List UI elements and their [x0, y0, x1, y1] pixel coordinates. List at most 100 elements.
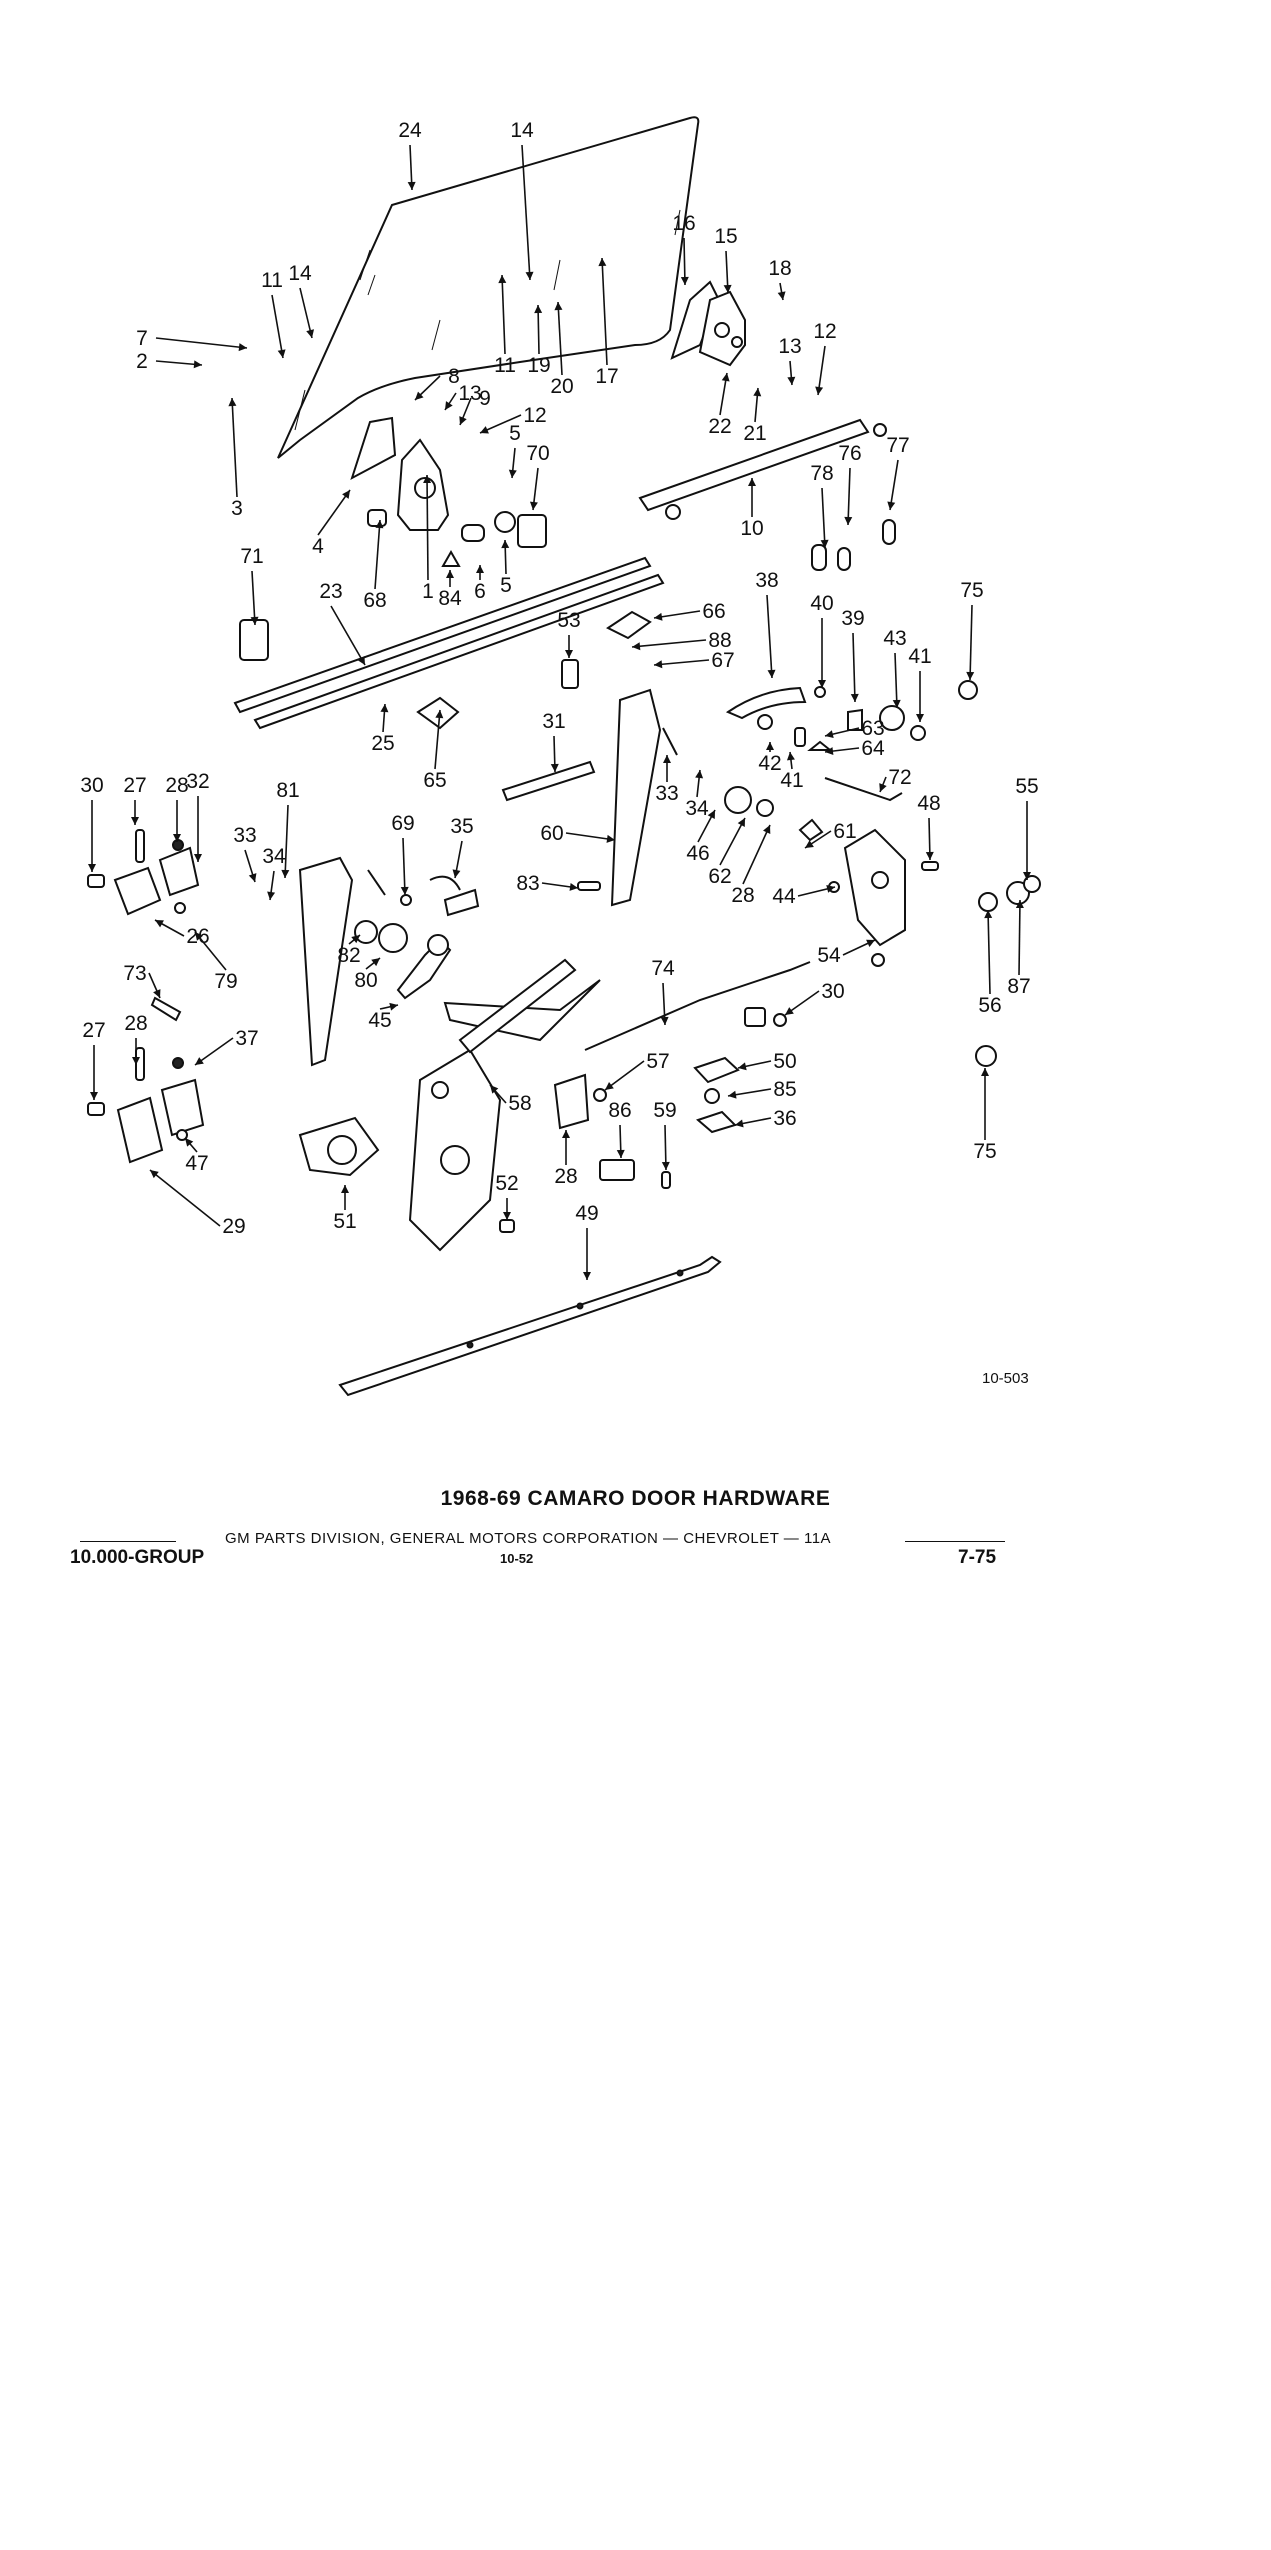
- callout-arrowhead-28: [562, 1130, 570, 1138]
- callout-arrowhead-43: [892, 699, 901, 708]
- parts-upper: [239, 280, 896, 661]
- callout-arrowhead-13: [787, 376, 796, 385]
- callout-leader-62: [719, 817, 746, 866]
- callout-38: 38: [755, 569, 778, 592]
- callout-leader-28: [742, 824, 771, 885]
- callout-13: 13: [778, 335, 801, 358]
- callout-arrowhead-88: [632, 642, 641, 651]
- callout-arrowhead-58: [490, 1085, 499, 1094]
- callout-40: 40: [810, 592, 833, 615]
- callout-51: 51: [333, 1210, 356, 1233]
- callout-arrowhead-23: [357, 656, 365, 665]
- callout-63: 63: [861, 717, 884, 740]
- callout-leader-78: [821, 487, 826, 549]
- callout-70: 70: [526, 442, 549, 465]
- callout-6: 6: [474, 580, 486, 603]
- callout-88: 88: [708, 629, 731, 652]
- callout-leader-3: [231, 397, 238, 498]
- callout-arrowhead-45: [389, 1002, 398, 1011]
- callout-leader-4: [317, 489, 351, 536]
- callout-29: 29: [222, 1215, 245, 1238]
- callout-arrowhead-16: [680, 276, 689, 285]
- callout-arrowhead-72: [879, 783, 887, 792]
- callout-10: 10: [740, 517, 763, 540]
- callout-leader-67: [653, 659, 710, 666]
- callout-82: 82: [337, 944, 360, 967]
- callout-18: 18: [768, 257, 791, 280]
- callout-arrowhead-9: [459, 416, 467, 425]
- callout-28: 28: [554, 1165, 577, 1188]
- callout-leader-69: [402, 837, 406, 896]
- callout-leader-75: [969, 604, 973, 681]
- callout-leader-77: [889, 459, 899, 511]
- callout-87: 87: [1007, 975, 1030, 998]
- callout-55: 55: [1015, 775, 1038, 798]
- callout-11: 11: [261, 269, 283, 292]
- callout-arrowhead-55: [1023, 872, 1031, 880]
- callout-67: 67: [711, 649, 734, 672]
- callout-arrowhead-68: [375, 520, 384, 529]
- callout-75: 75: [973, 1140, 996, 1163]
- callout-arrowhead-39: [850, 693, 859, 702]
- callout-79: 79: [214, 970, 237, 993]
- callout-15: 15: [714, 225, 737, 248]
- callout-leader-29: [149, 1169, 221, 1227]
- callout-arrowhead-25: [380, 704, 389, 713]
- callout-leader-88: [631, 639, 707, 648]
- callout-arrowhead-65: [435, 710, 444, 719]
- callout-85: 85: [773, 1078, 796, 1101]
- parts-lower: [298, 856, 1041, 1397]
- callout-arrowhead-42: [766, 742, 774, 750]
- callout-arrowhead-20: [554, 302, 563, 311]
- callout-arrowhead-70: [529, 501, 538, 510]
- callout-arrowhead-67: [654, 660, 663, 669]
- callout-5: 5: [509, 422, 521, 445]
- callout-arrowhead-12: [815, 386, 824, 395]
- callout-arrowhead-79: [195, 932, 204, 941]
- callout-21: 21: [743, 422, 766, 445]
- callout-arrowhead-28: [173, 834, 181, 842]
- callout-arrowhead-47: [185, 1138, 194, 1147]
- callout-33: 33: [233, 824, 256, 847]
- callout-arrowhead-14: [525, 271, 534, 280]
- callout-leader-39: [852, 632, 856, 703]
- diagram-caption: 1968-69 CAMARO DOOR HARDWARE: [440, 1487, 831, 1510]
- callout-71: 71: [240, 545, 263, 568]
- callout-arrowhead-31: [550, 763, 559, 772]
- callout-arrowhead-28: [763, 825, 771, 834]
- callout-leader-7: [155, 337, 248, 349]
- callout-arrowhead-24: [407, 181, 416, 190]
- callout-arrowhead-83: [569, 882, 578, 891]
- callout-14: 14: [510, 119, 534, 142]
- callout-77: 77: [886, 434, 909, 457]
- callout-41: 41: [908, 645, 931, 668]
- callout-arrowhead-82: [351, 935, 360, 944]
- door-glass: [277, 116, 700, 459]
- callout-30: 30: [821, 980, 844, 1003]
- callout-28: 28: [124, 1012, 147, 1035]
- callout-57: 57: [646, 1050, 669, 1073]
- callout-2: 2: [136, 350, 148, 373]
- footer-page-number: 10-52: [500, 1551, 534, 1566]
- callout-arrowhead-35: [452, 869, 461, 878]
- callout-arrowhead-41: [786, 752, 795, 761]
- callout-arrowhead-62: [737, 818, 745, 827]
- callout-leader-71: [251, 570, 256, 626]
- callout-43: 43: [883, 627, 906, 650]
- callout-leader-14: [521, 144, 531, 281]
- parts-diagram: 2414161511141872813131291211192017222135…: [80, 116, 1041, 1397]
- callout-4: 4: [312, 535, 324, 558]
- callout-45: 45: [368, 1009, 391, 1032]
- callout-arrowhead-11: [277, 349, 286, 358]
- callout-arrowhead-87: [1015, 900, 1024, 909]
- callout-32: 32: [186, 770, 209, 793]
- callout-20: 20: [550, 375, 573, 398]
- callout-arrowhead-53: [565, 650, 573, 658]
- callout-11: 11: [494, 354, 516, 377]
- callout-62: 62: [708, 865, 731, 888]
- divider-left: [80, 1541, 176, 1542]
- callout-arrowhead-15: [723, 284, 732, 293]
- callout-1: 1: [422, 580, 434, 603]
- callout-61: 61: [833, 820, 856, 843]
- callout-65: 65: [423, 769, 446, 792]
